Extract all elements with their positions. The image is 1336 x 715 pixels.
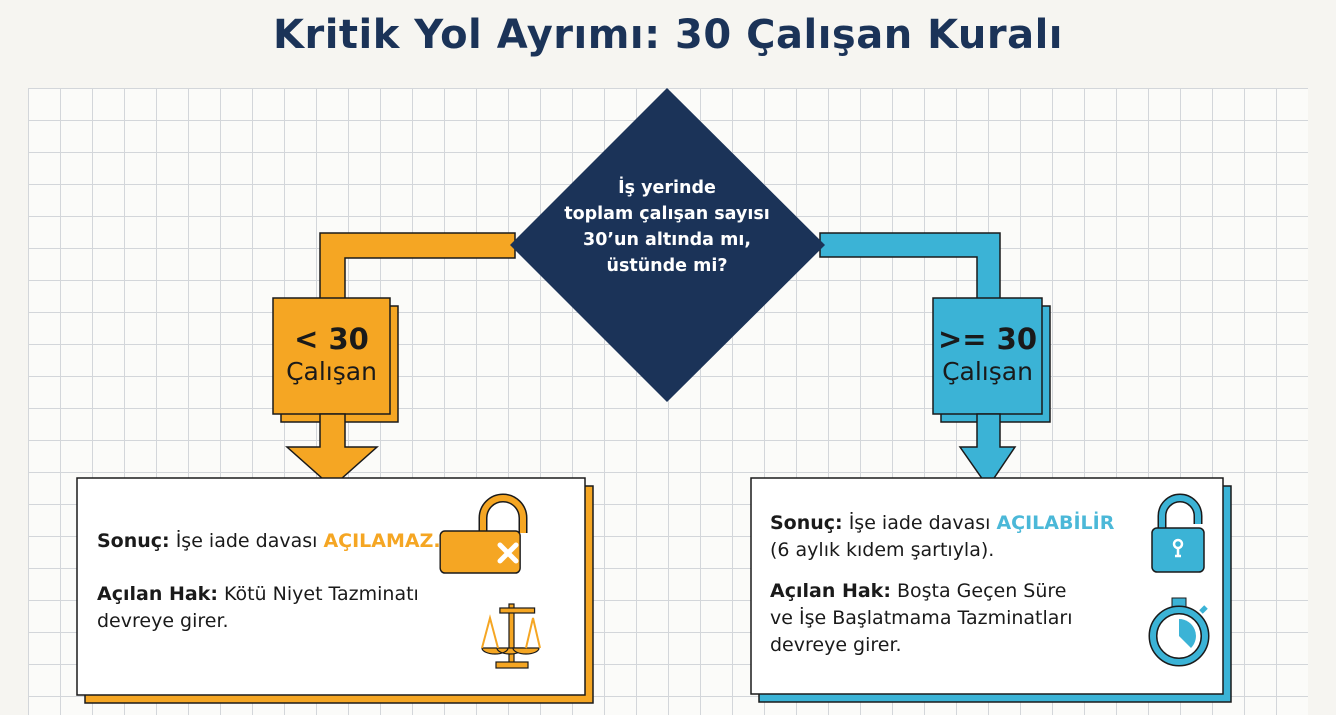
right-case-number: >= 30 xyxy=(937,322,1038,356)
right-case-label: >= 30 Çalışan xyxy=(933,322,1042,388)
right-text: ve İşe Başlatmama Tazminatları xyxy=(770,607,1073,629)
right-result-box xyxy=(750,477,1224,695)
left-result-content: Sonuç: İşe iade davası AÇILAMAZ. Açılan … xyxy=(97,528,477,635)
right-label: Açılan Hak: xyxy=(770,580,891,602)
result-text: İşe iade davası xyxy=(848,512,991,534)
question-line: İş yerinde xyxy=(618,178,716,198)
result-note: (6 aylık kıdem şartıyla). xyxy=(770,539,995,561)
right-text: Boşta Geçen Süre xyxy=(896,580,1067,602)
right-result-line: Sonuç: İşe iade davası AÇILABİLİR xyxy=(770,510,1160,537)
page-title: Kritik Yol Ayrımı: 30 Çalışan Kuralı xyxy=(272,12,1064,58)
stopwatch-icon xyxy=(1148,597,1210,667)
question-line: üstünde mi? xyxy=(606,256,728,276)
left-result-line: Sonuç: İşe iade davası AÇILAMAZ. xyxy=(97,528,477,555)
right-case-text: Çalışan xyxy=(942,357,1033,386)
right-text: devreye girer. xyxy=(770,634,902,656)
left-right-line: Açılan Hak: Kötü Niyet Tazminatı devreye… xyxy=(97,581,477,635)
right-case-box xyxy=(932,297,1043,415)
right-connector xyxy=(819,232,1001,301)
decision-question: İş yerinde toplam çalışan sayısı 30’un a… xyxy=(540,175,794,279)
decision-diamond xyxy=(510,88,825,402)
result-label: Sonuç: xyxy=(97,530,170,552)
question-line: 30’un altında mı, xyxy=(583,230,751,250)
left-result-box xyxy=(76,477,586,696)
right-arrow xyxy=(958,413,1017,489)
result-label: Sonuç: xyxy=(770,512,843,534)
right-result-content: Sonuç: İşe iade davası AÇILABİLİR (6 ayl… xyxy=(770,510,1160,659)
left-case-text: Çalışan xyxy=(286,357,377,386)
right-label: Açılan Hak: xyxy=(97,583,218,605)
lock-x-icon xyxy=(439,493,528,574)
result-highlight: AÇILAMAZ. xyxy=(323,530,441,552)
scales-icon xyxy=(481,603,541,669)
left-case-number: < 30 xyxy=(294,322,369,356)
left-case-label: < 30 Çalışan xyxy=(273,322,390,388)
left-arrow xyxy=(285,413,379,489)
result-highlight: AÇILABİLİR xyxy=(996,512,1115,534)
left-connector xyxy=(319,232,516,301)
question-line: toplam çalışan sayısı xyxy=(564,204,770,224)
right-right-line: Açılan Hak: Boşta Geçen Süre xyxy=(770,578,1160,605)
result-text: İşe iade davası xyxy=(175,530,318,552)
unlock-icon xyxy=(1151,493,1205,573)
right-text: Kötü Niyet Tazminatı devreye girer. xyxy=(97,583,419,632)
